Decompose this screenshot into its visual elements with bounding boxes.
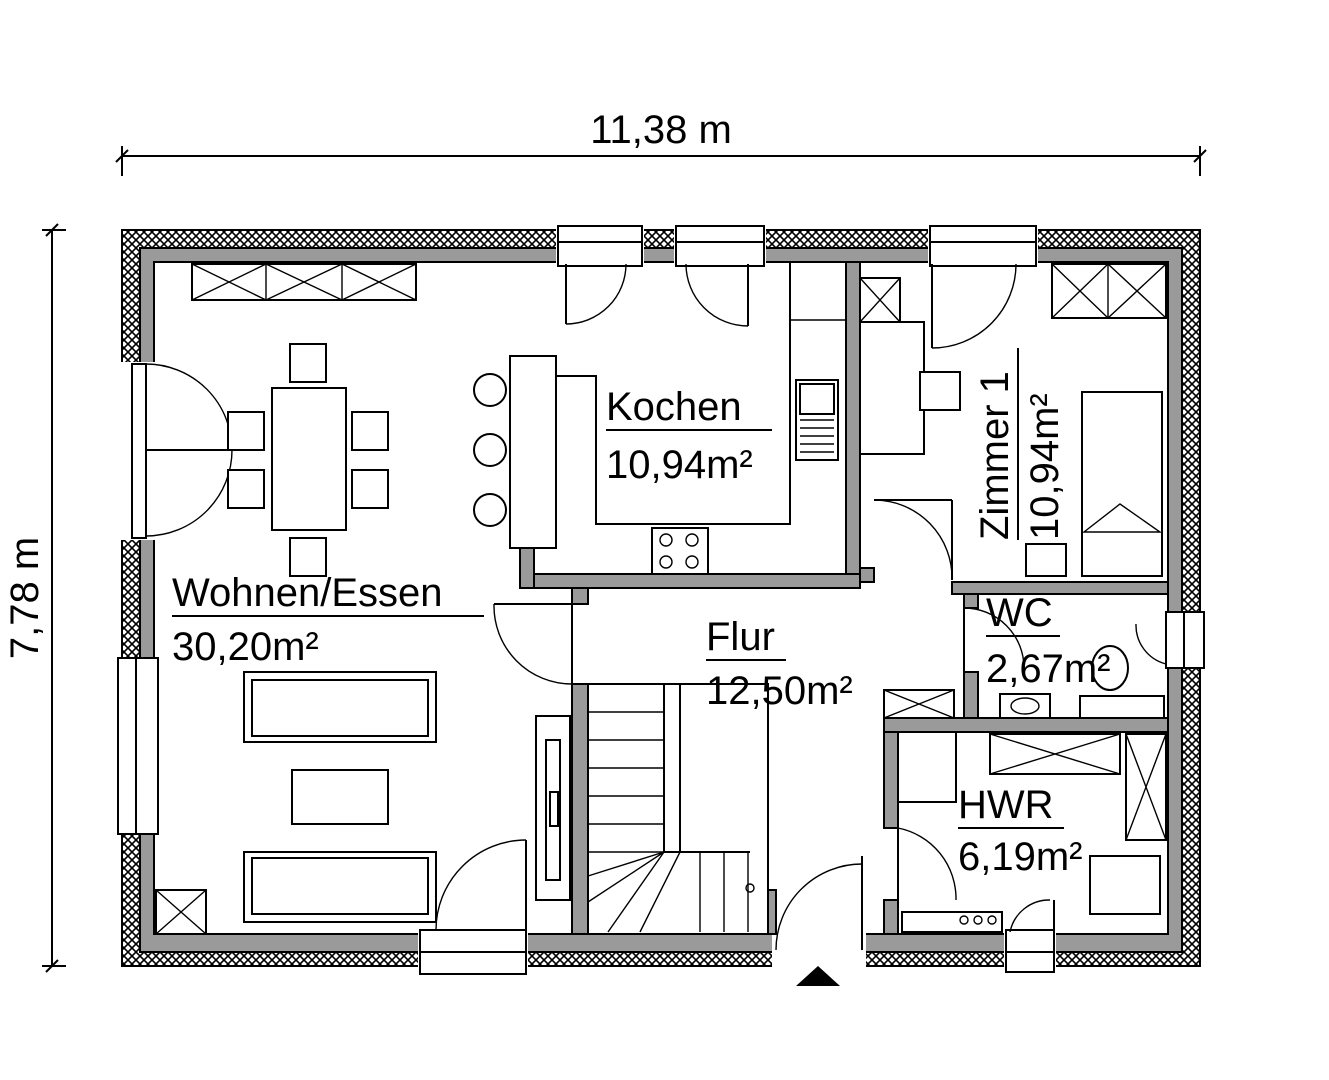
room-label-zimmer: Zimmer 1 10,94m² (973, 348, 1067, 540)
room-label-wohnen: Wohnen/Essen 30,20m² (172, 571, 484, 669)
room-name-kochen: Kochen (606, 385, 742, 429)
width-dimension-label: 11,38 m (590, 108, 732, 152)
room-label-hwr: HWR 6,19m² (958, 783, 1083, 879)
room-area-hwr: 6,19m² (958, 835, 1083, 879)
room-name-wohnen: Wohnen/Essen (172, 571, 443, 615)
staircase (587, 683, 769, 935)
room-area-kochen: 10,94m² (606, 443, 753, 487)
kitchen-furniture (473, 261, 847, 575)
room-name-flur: Flur (706, 615, 775, 659)
depth-dimension-label: 7,78 m (3, 537, 47, 659)
wc-fixtures (883, 645, 1165, 719)
room-name-hwr: HWR (958, 783, 1054, 827)
room-label-flur: Flur 12,50m² (706, 615, 853, 713)
room-area-wohnen: 30,20m² (172, 625, 319, 669)
entrance-arrow-icon (796, 966, 840, 986)
room-area-zimmer: 10,94m² (1023, 393, 1067, 540)
windows (117, 225, 1205, 975)
room-label-kochen: Kochen 10,94m² (606, 385, 772, 487)
room-area-wc: 2,67m² (986, 647, 1111, 691)
room-label-wc: WC 2,67m² (986, 591, 1111, 691)
depth-dimension-line (42, 223, 66, 973)
room-name-zimmer: Zimmer 1 (973, 371, 1017, 540)
living-dining-furniture (155, 263, 571, 935)
room-area-flur: 12,50m² (706, 669, 853, 713)
utility-room-fixtures (897, 731, 1167, 933)
room-furniture (859, 263, 1167, 577)
doors (435, 263, 1167, 951)
width-dimension-line (115, 146, 1207, 176)
room-name-wc: WC (986, 591, 1053, 635)
